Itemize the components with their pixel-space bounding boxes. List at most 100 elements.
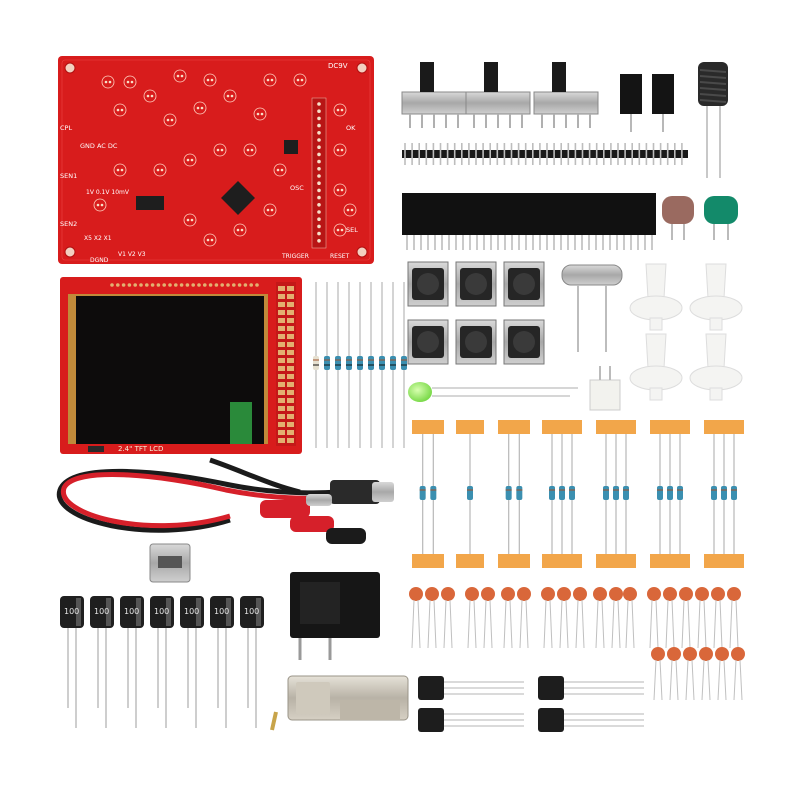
standoff bbox=[629, 263, 683, 331]
to92-transistors bbox=[418, 676, 644, 732]
pcb-component-outline bbox=[163, 113, 177, 127]
pcb-component-outline bbox=[203, 73, 217, 87]
pcb-component-outline bbox=[193, 101, 207, 115]
resistor bbox=[623, 486, 629, 500]
pcb-sel-label: SEL bbox=[346, 226, 358, 234]
pcb-component-outline bbox=[203, 233, 217, 247]
pcb-sensitivity-label: 1V 0.1V 10mV bbox=[86, 189, 130, 196]
electrolytic-capacitor: 100 bbox=[240, 596, 264, 728]
resistor bbox=[677, 486, 683, 500]
ceramic-capacitor bbox=[593, 587, 607, 649]
taped-resistor-strip bbox=[650, 420, 690, 568]
capacitor-marking: 100 bbox=[214, 607, 229, 616]
pcb-sen1-label: SEN1 bbox=[60, 172, 77, 180]
pcb-component-outline bbox=[273, 163, 287, 177]
tactile-button bbox=[407, 319, 449, 365]
pcb-dgnd-label: DGND bbox=[90, 257, 109, 264]
capacitor-marking: 100 bbox=[184, 607, 199, 616]
pcb-reset-label: RESET bbox=[330, 253, 350, 260]
tft-lcd-module: 2.4" TFT LCD bbox=[60, 277, 302, 454]
resistor bbox=[430, 486, 437, 500]
ceramic-capacitor bbox=[409, 587, 423, 649]
pcb-channel-label: V1 V2 V3 bbox=[118, 251, 146, 258]
loose-resistors bbox=[313, 282, 407, 448]
resistor bbox=[505, 486, 512, 500]
ceramic-capacitor bbox=[711, 587, 725, 649]
pcb-component-outline bbox=[183, 213, 197, 227]
capacitor-marking: 100 bbox=[64, 607, 79, 616]
taped-resistor-strip bbox=[498, 420, 530, 568]
pcb-regulator-chip bbox=[284, 140, 298, 154]
pcb-component-outline bbox=[333, 103, 347, 117]
pcb-cpl-label: CPL bbox=[60, 124, 72, 132]
resistor bbox=[569, 486, 575, 500]
pcb-pads bbox=[93, 69, 357, 247]
ceramic-capacitor bbox=[715, 647, 729, 701]
ceramic-capacitor bbox=[647, 587, 661, 649]
pcb-op-amp-chip bbox=[136, 196, 164, 210]
resistor bbox=[335, 356, 341, 370]
taped-resistor-strip bbox=[456, 420, 484, 568]
lcd-label: 2.4" TFT LCD bbox=[118, 445, 163, 453]
pcb-component-outline bbox=[293, 73, 307, 87]
transistor bbox=[538, 676, 644, 700]
pcb-component-outline bbox=[223, 89, 237, 103]
slide-switch bbox=[401, 62, 467, 128]
tactile-button bbox=[503, 319, 545, 365]
ceramic-capacitor bbox=[573, 587, 587, 649]
tactile-buttons bbox=[407, 261, 545, 365]
capacitor-marking: 100 bbox=[94, 607, 109, 616]
ceramic-capacitor bbox=[731, 647, 745, 701]
standoff bbox=[689, 263, 743, 331]
lcd-pin-header bbox=[276, 282, 296, 446]
resistor bbox=[324, 356, 330, 370]
pcb-mcu-chip bbox=[221, 181, 255, 215]
resistor bbox=[667, 486, 673, 500]
ceramic-capacitor bbox=[663, 587, 677, 649]
resistor bbox=[516, 486, 523, 500]
slide-switch bbox=[533, 62, 599, 128]
resistor bbox=[357, 356, 363, 370]
resistor bbox=[603, 486, 609, 500]
ceramic-capacitor bbox=[651, 647, 665, 701]
taped-resistor-strip bbox=[542, 420, 582, 568]
pcb-component-outline bbox=[153, 163, 167, 177]
pcb-component-outline bbox=[143, 89, 157, 103]
tactile-button bbox=[503, 261, 545, 307]
slide-switch bbox=[465, 62, 531, 128]
pcb-osc-label: OSC bbox=[290, 184, 304, 192]
transistor bbox=[418, 676, 524, 700]
pcb-component-outline bbox=[173, 69, 187, 83]
nylon-standoffs bbox=[629, 263, 743, 401]
female-header-long bbox=[402, 193, 656, 250]
pin-header-strip bbox=[402, 143, 688, 165]
jst-connector bbox=[589, 366, 621, 411]
pcb-dc9v-label: DC9V bbox=[328, 62, 348, 70]
ceramic-capacitor bbox=[425, 587, 439, 649]
electrolytic-capacitor: 100 bbox=[180, 596, 204, 728]
resistor bbox=[401, 356, 407, 370]
ceramic-capacitor bbox=[667, 647, 681, 701]
crystal-oscillator bbox=[561, 264, 623, 352]
bnc-connector bbox=[270, 675, 409, 731]
green-led bbox=[408, 382, 578, 402]
film-capacitors bbox=[662, 196, 738, 240]
ceramic-capacitors bbox=[409, 587, 745, 701]
mini-usb-connector bbox=[149, 543, 191, 583]
pcb-ok-label: OK bbox=[346, 124, 356, 132]
transistor bbox=[538, 708, 644, 732]
pcb-header-column bbox=[311, 97, 327, 249]
resistor bbox=[559, 486, 565, 500]
standoff bbox=[689, 333, 743, 401]
pcb-multiplier-label: X5 X2 X1 bbox=[84, 235, 112, 242]
resistor bbox=[346, 356, 352, 370]
taped-resistor-strip bbox=[704, 420, 744, 568]
main-pcb: DC9V GND AC DC 1V 0.1V 10mV X5 X2 X1 DGN… bbox=[58, 56, 374, 264]
resistor bbox=[657, 486, 663, 500]
ceramic-capacitor bbox=[501, 587, 515, 649]
pcb-component-outline bbox=[263, 203, 277, 217]
resistor bbox=[419, 486, 426, 500]
ceramic-capacitor bbox=[679, 587, 693, 649]
resistor bbox=[390, 356, 396, 370]
